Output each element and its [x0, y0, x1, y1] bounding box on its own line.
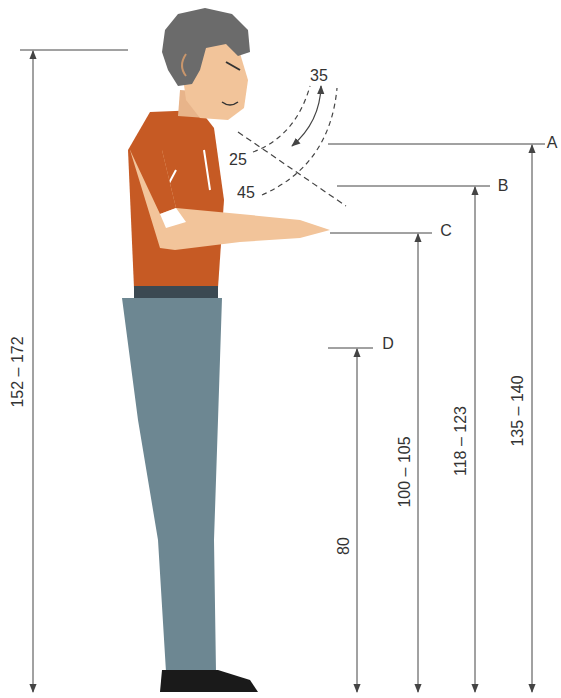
height-dimension: 118 – 123 — [453, 406, 469, 476]
angle-label: 45 — [237, 185, 255, 201]
sight-angle — [238, 86, 346, 206]
belt — [134, 286, 218, 298]
arm — [130, 150, 330, 250]
height-dimension: 135 – 140 — [510, 375, 526, 446]
hair — [162, 8, 250, 86]
shirt — [128, 110, 224, 288]
shoe — [160, 670, 258, 692]
level-letter: C — [440, 223, 452, 239]
height-dimension: 100 – 105 — [397, 436, 413, 507]
angle-label: 25 — [229, 152, 247, 168]
height-dimension: 80 — [336, 537, 352, 555]
level-letter: B — [498, 178, 509, 194]
height-dimension: 152 – 172 — [10, 336, 26, 407]
pants — [122, 298, 222, 672]
dimension-lines — [20, 50, 545, 692]
man-figure — [122, 8, 330, 692]
level-letter: A — [547, 135, 558, 151]
angle-label: 35 — [310, 68, 328, 84]
level-letter: D — [382, 336, 394, 352]
